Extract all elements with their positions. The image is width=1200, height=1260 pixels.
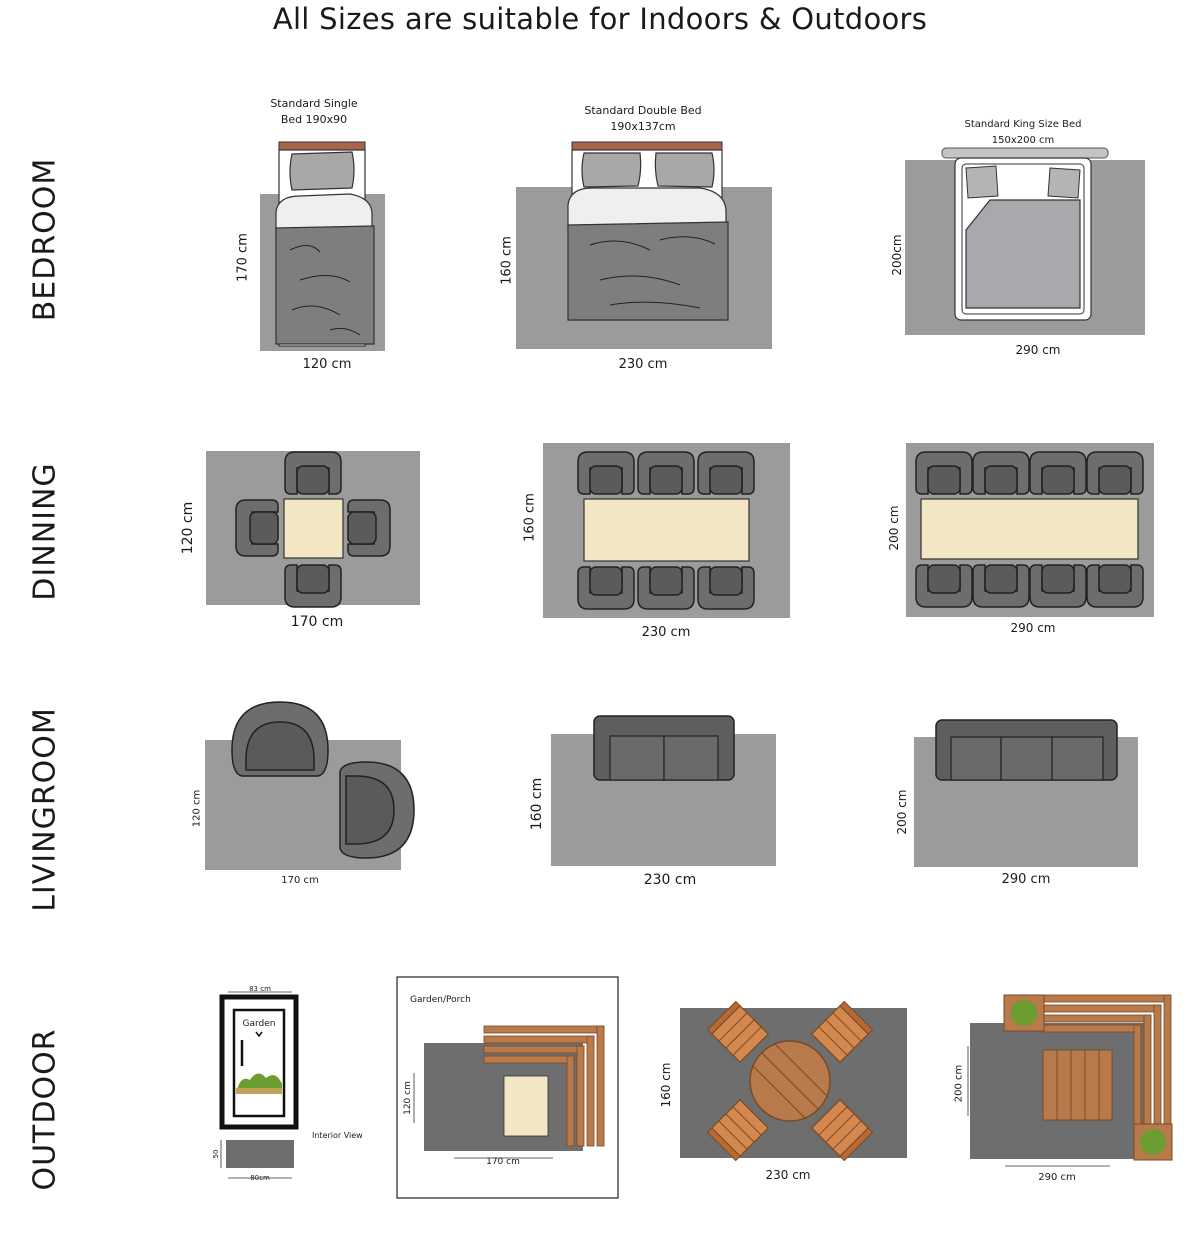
layout-illustrations [205, 141, 1173, 1199]
dinning-large-width: 290 cm [1010, 621, 1056, 635]
livingroom-small-illustration [205, 701, 415, 870]
livingroom-small-width: 170 cm [281, 875, 319, 886]
outdoor-porch-label: Garden/Porch [410, 995, 471, 1005]
bedroom-double-width: 230 cm [618, 357, 668, 372]
outdoor-porch-width: 170 cm [486, 1157, 520, 1167]
outdoor-round-width: 230 cm [765, 1168, 811, 1182]
dinning-medium-height: 160 cm [522, 493, 538, 542]
dinning-large-illustration [906, 443, 1154, 617]
bedroom-single-caption: Standard Single Bed 190x90 [270, 97, 358, 126]
outdoor-corner-width: 290 cm [1038, 1172, 1076, 1183]
outdoor-runner-bottom: 80cm [250, 1174, 270, 1182]
outdoor-round-illustration [680, 1000, 907, 1162]
bedroom-single-height: 170 cm [235, 233, 251, 282]
dinning-small-height: 120 cm [180, 501, 196, 555]
dinning-large-height: 200 cm [887, 505, 901, 551]
outdoor-porch-illustration [396, 976, 619, 1199]
bedroom-king-caption: Standard King Size Bed 150x200 cm [964, 119, 1082, 146]
outdoor-runner-top: 83 cm [249, 985, 271, 993]
bedroom-king-illustration [905, 147, 1145, 335]
livingroom-medium-illustration [551, 715, 776, 866]
livingroom-medium-height: 160 cm [529, 777, 545, 831]
bedroom-double-illustration [516, 141, 772, 349]
outdoor-runner-garden: Garden [242, 1019, 276, 1029]
dinning-small-width: 170 cm [290, 614, 344, 630]
outdoor-round-height: 160 cm [659, 1062, 673, 1108]
bedroom-single-illustration [260, 141, 385, 351]
bedroom-single-width: 120 cm [302, 357, 352, 372]
bedroom-king-width: 290 cm [1015, 343, 1061, 357]
outdoor-porch-height: 120 cm [403, 1081, 413, 1115]
dinning-medium-illustration [543, 443, 790, 618]
outdoor-corner-illustration [967, 994, 1173, 1167]
outdoor-corner-height: 200 cm [953, 1064, 965, 1103]
livingroom-large-width: 290 cm [1001, 872, 1051, 887]
livingroom-large-height: 200 cm [895, 789, 909, 835]
outdoor-runner-side: 50 [212, 1149, 220, 1159]
page-title: All Sizes are suitable for Indoors & Out… [272, 2, 928, 36]
outdoor-runner-illustration [219, 991, 299, 1179]
dinning-medium-width: 230 cm [641, 625, 691, 640]
bedroom-king-height: 200cm [890, 234, 904, 276]
bedroom-double-caption: Standard Double Bed 190x137cm [584, 104, 702, 133]
livingroom-large-illustration [914, 719, 1138, 867]
livingroom-medium-width: 230 cm [643, 872, 697, 888]
outdoor-runner-interior: Interior View [312, 1131, 363, 1140]
dinning-small-illustration [206, 451, 420, 608]
bedroom-double-height: 160 cm [499, 236, 515, 285]
livingroom-small-height: 120 cm [191, 789, 203, 828]
